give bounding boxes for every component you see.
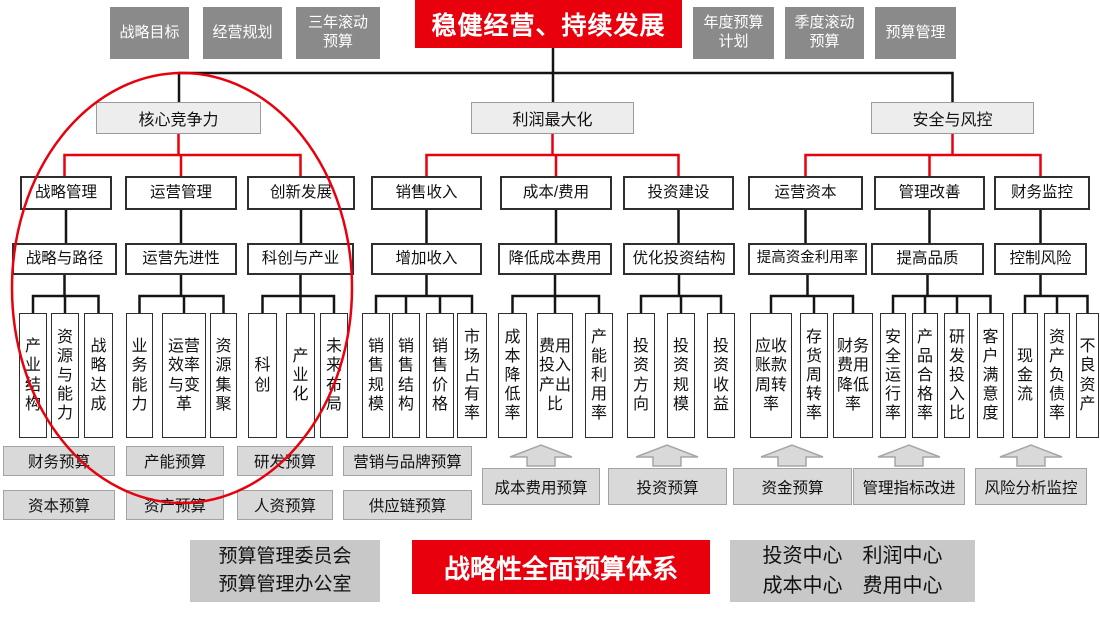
up-arrow-icon — [877, 444, 941, 467]
tree-lines-l3-l4 — [64, 210, 1042, 243]
budget-box: 人资预算 — [237, 490, 333, 520]
node-core-competitiveness: 核心竞争力 — [96, 102, 261, 134]
up-arrow-icon — [760, 444, 824, 467]
up-arrow-icon — [999, 444, 1063, 467]
kpi-box: 运营效率与变革 — [162, 313, 206, 438]
kpi-box: 现金流 — [1012, 313, 1038, 438]
kpi-box: 产业化 — [286, 313, 315, 438]
kpi-box: 不良资产 — [1076, 313, 1099, 438]
kpi-box: 未来布局 — [320, 313, 348, 438]
kpi-box: 科创 — [248, 313, 277, 438]
top-box-quarterly-rolling-budget: 季度滚动 预算 — [785, 7, 864, 59]
kpi-box: 投资方向 — [627, 313, 655, 438]
kpi-box: 财务费用降低率 — [833, 313, 873, 438]
kpi-box: 研发投入比 — [944, 313, 970, 438]
kpi-box: 存货周转率 — [800, 313, 828, 438]
kpi-box: 销售规模 — [362, 313, 390, 438]
node-sales-revenue: 销售收入 — [371, 176, 482, 210]
node-strategy-path: 战略与路径 — [12, 243, 117, 275]
kpi-box: 应收账款周转率 — [750, 313, 792, 438]
kpi-box: 投资收益 — [707, 313, 735, 438]
top-box-annual-budget-plan: 年度预算 计划 — [693, 7, 774, 59]
responsibility-centers-box: 投资中心 利润中心 成本中心 费用中心 — [730, 540, 975, 602]
node-safety-risk-control: 安全与风控 — [871, 102, 1034, 134]
node-optimize-investment: 优化投资结构 — [623, 243, 735, 275]
up-arrow-icon — [509, 444, 573, 467]
kpi-box: 投资规模 — [667, 313, 695, 438]
kpi-box: 客户满意度 — [977, 313, 1004, 438]
node-financial-monitoring: 财务监控 — [994, 176, 1090, 210]
node-operations-mgmt: 运营管理 — [125, 176, 237, 210]
kpi-box: 业务能力 — [126, 313, 153, 438]
kpi-box: 销售结构 — [392, 313, 420, 438]
node-improve-capital-utilization: 提高资金利用率 — [748, 243, 867, 275]
tree-lines-l2-l3-red — [63, 134, 1042, 176]
highlight-ellipse — [10, 71, 354, 505]
budget-box: 产能预算 — [126, 446, 224, 476]
kpi-box: 费用投入产出比 — [537, 313, 573, 438]
kpi-box: 市场占有率 — [457, 313, 487, 438]
node-increase-revenue: 增加收入 — [371, 243, 482, 275]
budget-box: 风险分析监控 — [975, 468, 1087, 505]
kpi-box: 成本降低率 — [498, 313, 527, 438]
node-improve-quality: 提高品质 — [871, 243, 984, 275]
tree-lines-l4-l5 — [31, 275, 1089, 313]
node-control-risk: 控制风险 — [994, 243, 1087, 275]
node-innovation-dev: 创新发展 — [247, 176, 355, 210]
main-goal-banner: 稳健经营、持续发展 — [415, 0, 682, 48]
node-investment-construction: 投资建设 — [623, 176, 734, 210]
budget-box: 研发预算 — [237, 446, 333, 476]
budget-box: 成本费用预算 — [482, 468, 600, 505]
top-box-3yr-rolling-budget: 三年滚动 预算 — [296, 7, 380, 59]
kpi-box: 战略达成 — [84, 313, 113, 438]
kpi-box: 产能利用率 — [585, 313, 613, 438]
kpi-box: 产品合格率 — [912, 313, 938, 438]
budget-box: 营销与品牌预算 — [343, 446, 472, 476]
budget-box: 资本预算 — [3, 490, 115, 520]
budget-box: 供应链预算 — [343, 490, 472, 520]
node-operating-capital: 运营资本 — [748, 176, 863, 210]
kpi-box: 资源集聚 — [210, 313, 237, 438]
budget-box: 财务预算 — [3, 446, 115, 476]
budget-box: 资产预算 — [126, 490, 224, 520]
node-profit-maximization: 利润最大化 — [471, 102, 634, 134]
kpi-box: 产业结构 — [19, 313, 47, 438]
budget-box: 管理指标改进 — [853, 468, 965, 505]
kpi-box: 销售价格 — [426, 313, 454, 438]
node-mgmt-improvement: 管理改善 — [874, 176, 985, 210]
budget-box: 资金预算 — [733, 468, 852, 505]
system-banner: 战略性全面预算体系 — [412, 540, 710, 594]
node-strategy-mgmt: 战略管理 — [20, 176, 112, 210]
node-cost-expense: 成本/费用 — [500, 176, 612, 210]
up-arrow-icon — [635, 444, 699, 467]
top-box-budget-management: 预算管理 — [875, 7, 956, 59]
kpi-box: 资源与能力 — [51, 313, 79, 438]
top-box-strategic-goal: 战略目标 — [110, 7, 189, 59]
budget-box: 投资预算 — [608, 468, 727, 505]
node-scitech-industry: 科创与产业 — [247, 243, 354, 275]
top-box-business-planning: 经营规划 — [203, 7, 282, 59]
kpi-box: 安全运行率 — [880, 313, 906, 438]
node-operational-advancement: 运营先进性 — [125, 243, 237, 275]
kpi-box: 资产负债率 — [1044, 313, 1070, 438]
node-reduce-cost: 降低成本费用 — [498, 243, 612, 275]
committee-box: 预算管理委员会 预算管理办公室 — [190, 540, 380, 602]
